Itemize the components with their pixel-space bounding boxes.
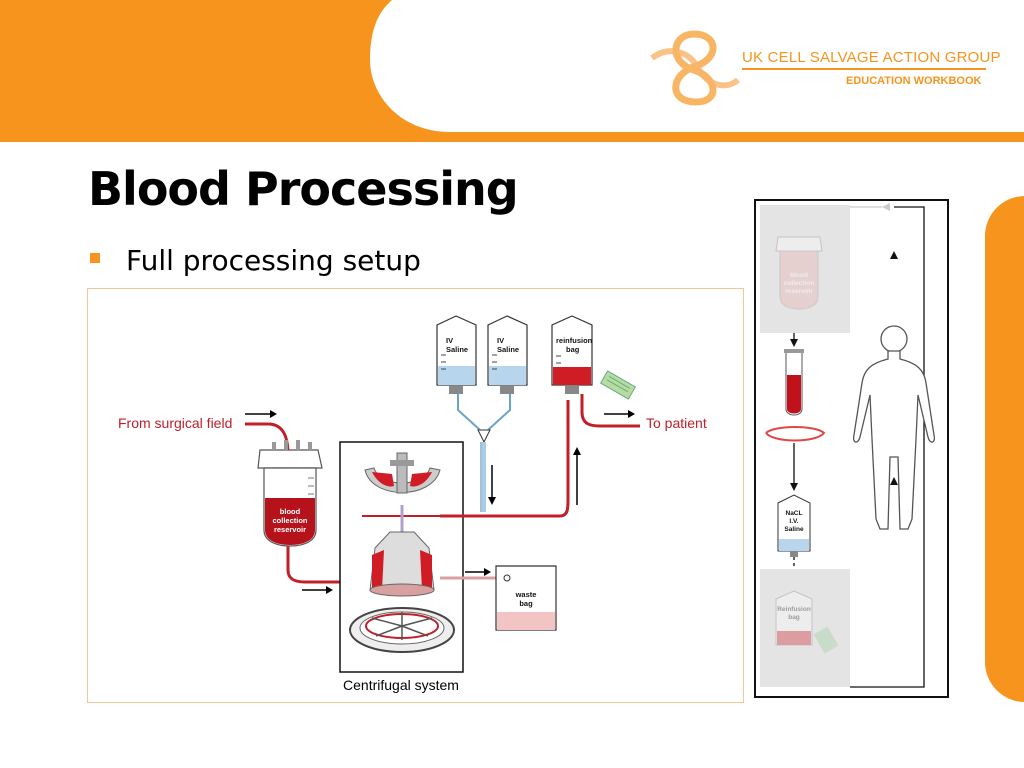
- reinfusion-bag: reinfusion bag: [551, 315, 593, 394]
- reservoir-label-1: blood: [280, 507, 301, 516]
- arrow-right-icon: [302, 586, 333, 594]
- to-patient-label: To patient: [646, 415, 707, 431]
- centrifuge-rotor-base: [349, 607, 455, 653]
- org-name: UK CELL SALVAGE ACTION GROUP: [742, 49, 1001, 66]
- arrow-down-icon: [790, 483, 798, 491]
- arrow-down-icon: [488, 465, 496, 505]
- bag2-label-1: IV: [497, 336, 504, 345]
- side-reinfusion-label-2: bag: [788, 614, 800, 621]
- waste-label-2: bag: [519, 599, 533, 608]
- side-reservoir-label-2: collection: [784, 280, 814, 287]
- arrow-right-icon: [245, 410, 277, 418]
- y-connector: [477, 429, 491, 444]
- centrifuge-bowl-middle: [362, 505, 440, 597]
- arrow-down-icon: [790, 339, 798, 347]
- arrow-up-icon: [890, 477, 898, 485]
- outflow-tube: [580, 394, 640, 428]
- org-subtitle: EDUCATION WORKBOOK: [846, 75, 982, 87]
- side-panel-diagram: blood collection reservoir NaCL I.V. Sal…: [760, 203, 936, 688]
- blood-collection-reservoir: blood collection reservoir: [257, 440, 323, 547]
- waste-bag: waste bag: [495, 565, 557, 631]
- side-reservoir-label-1: blood: [790, 272, 808, 279]
- nacl-label-1: NaCL: [786, 510, 803, 517]
- reservoir-label-3: reservoir: [274, 525, 306, 534]
- nacl-saline-bag: NaCL I.V. Saline: [777, 494, 811, 557]
- nacl-label-2: I.V.: [789, 518, 798, 525]
- waste-label-1: waste: [515, 590, 537, 599]
- test-tube: [784, 349, 804, 416]
- slide-title: Blood Processing: [88, 162, 519, 216]
- centrifuge-bowl-top: [364, 452, 441, 494]
- arrow-up-icon: [890, 251, 898, 259]
- bullet-text: Full processing setup: [126, 244, 421, 277]
- saline-line: [457, 390, 511, 431]
- figure-eight-swirl-logo-icon: [650, 30, 740, 106]
- arrow-up-icon: [573, 447, 581, 505]
- filter-icon: [599, 370, 637, 400]
- iv-saline-bag-1: IV Saline: [436, 315, 477, 394]
- arrow-right-icon: [465, 568, 491, 576]
- human-figure-icon: [852, 325, 936, 530]
- rotation-arrow-icon: [765, 426, 826, 442]
- reinfusion-line: [440, 400, 570, 518]
- iv-saline-bag-2: IV Saline: [487, 315, 528, 394]
- decorative-orange-tab: [985, 196, 1024, 702]
- arrow-left-icon: [882, 203, 890, 211]
- bag3-label-1: reinfusion: [556, 336, 593, 345]
- bullet-square-icon: [90, 253, 100, 263]
- side-reservoir-label-3: reservoir: [785, 288, 813, 295]
- reservoir-outflow-tube: [286, 545, 350, 584]
- nacl-label-3: Saline: [784, 526, 804, 533]
- bag3-label-2: bag: [566, 345, 580, 354]
- bag1-label-2: Saline: [446, 345, 468, 354]
- centrifugal-system-label: Centrifugal system: [343, 677, 459, 693]
- reservoir-label-2: collection: [272, 516, 307, 525]
- side-reinfusion-label-1: Reinfusion: [777, 606, 811, 613]
- arrow-right-icon: [604, 410, 635, 418]
- bag1-label-1: IV: [446, 336, 453, 345]
- logo-divider: [742, 68, 986, 70]
- from-surgical-field-label: From surgical field: [118, 415, 233, 431]
- bag2-label-2: Saline: [497, 345, 519, 354]
